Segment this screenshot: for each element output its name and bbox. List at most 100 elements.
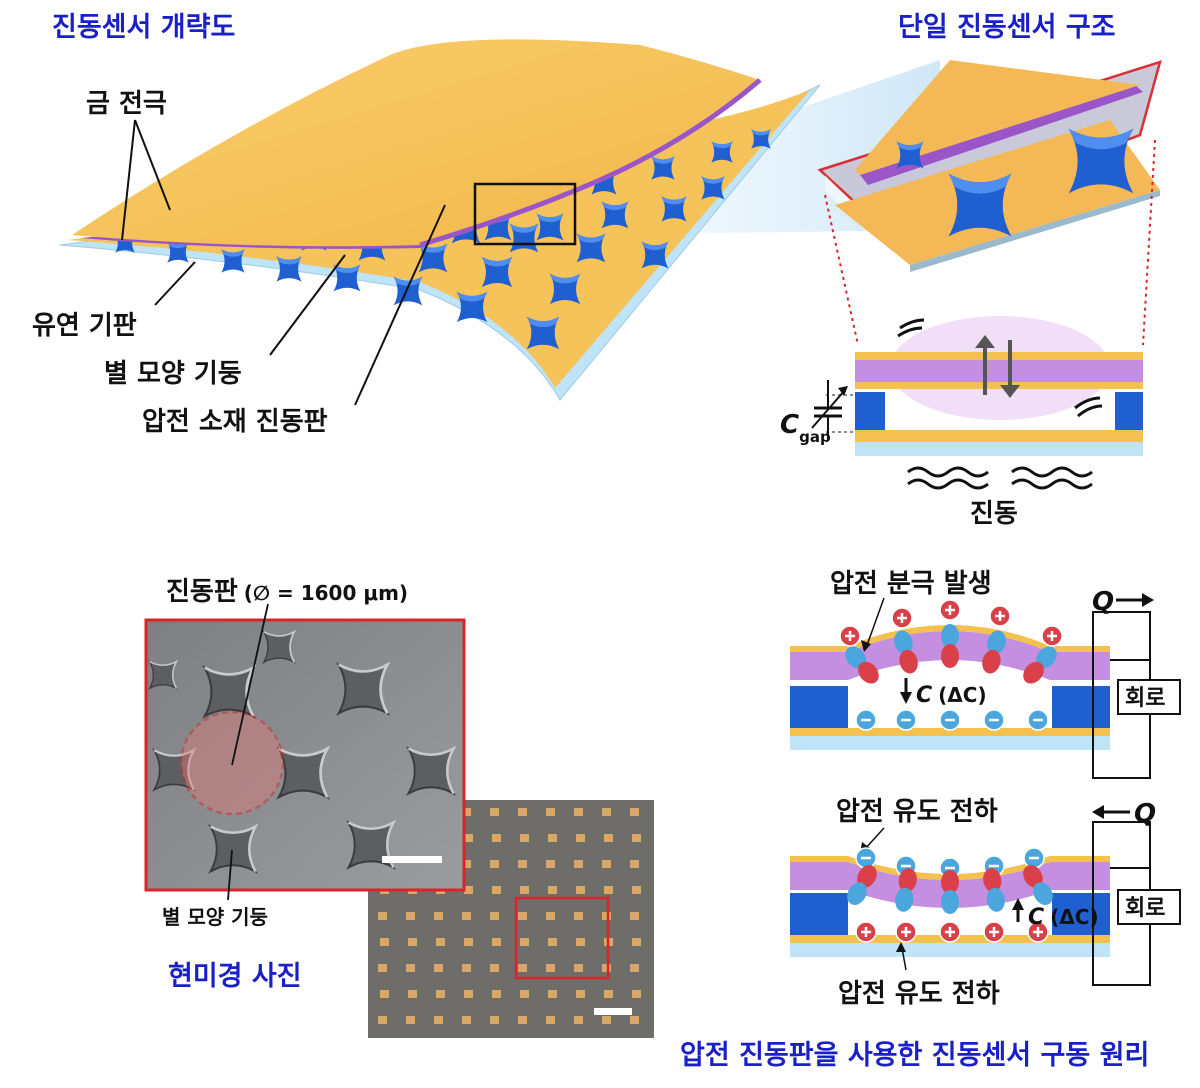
optical-pillar [490,1016,499,1024]
dipole-icon [983,868,1005,912]
cs-pillar-right [1115,392,1143,430]
optical-pillar [576,834,585,842]
pillar [711,141,733,163]
optical-pillar [490,808,499,816]
dipole-icon [1023,646,1057,684]
leader-line [269,254,346,356]
unit-piezo-plate [860,85,1143,185]
pillar [576,233,606,263]
negative-charge-icon [895,709,917,731]
induced-charge-top-label: 압전 유도 전하 [836,797,998,827]
dipole-icon [1023,865,1053,905]
pillar [221,249,245,273]
negative-charge-icon [983,709,1005,731]
negative-charge-icon [1023,847,1045,869]
positive-charge-icon [1041,625,1063,647]
down-arrow-icon [900,692,912,704]
pillar [456,291,488,323]
pillar [418,243,448,273]
optical-pillar [378,1016,387,1024]
scale-bar [382,856,442,863]
positive-charge-icon [839,625,861,647]
optical-pillar [464,834,473,842]
scale-bar [594,1008,632,1015]
optical-pillar [490,912,499,920]
dipole-icon [845,646,879,684]
optical-pillar [548,938,557,946]
optical-pillar [436,990,445,998]
positive-charge-icon [895,921,917,943]
optical-pillar [492,886,501,894]
q-left-label: Q [1134,799,1156,829]
dipole-icon [941,870,959,914]
dipole-icon [847,865,877,905]
optical-pillar [434,912,443,920]
optical-pillar [576,990,585,998]
optical-pillar [630,1016,639,1024]
overview-illustration [59,39,940,406]
leader-line [354,204,446,406]
optical-pillar [518,808,527,816]
pillar [549,273,581,305]
optical-pillar [492,990,501,998]
selection-box [473,182,577,246]
motion-mark-icon [1074,396,1103,418]
optical-pillar [576,938,585,946]
circuit-box [1117,889,1181,925]
dipole-icon [895,868,917,912]
dipole-icon [894,630,918,674]
positive-charge-icon [891,607,913,629]
optical-pillar [490,860,499,868]
unit-pillar [1068,128,1134,194]
optical-pillar [604,886,613,894]
optical-pillar [546,808,555,816]
unit-pillar [948,173,1012,237]
optical-pillar [630,808,639,816]
circuit-box [1117,679,1181,715]
positive-charge-icon [939,599,961,621]
optical-pillar [602,964,611,972]
single-structure-header: 단일 진동센서 구조 [898,12,1116,43]
optical-pillar [548,886,557,894]
down-arrow-icon [1000,385,1020,398]
optical-pillar [546,1016,555,1024]
unit-top-electrode [855,60,1140,175]
cs-pillar-left [855,392,885,430]
leader-line [121,119,136,241]
optical-pillar [434,1016,443,1024]
optical-pillar [602,1016,611,1024]
optical-pillar [520,834,529,842]
optical-pillar [632,938,641,946]
vibration-label: 진동 [970,499,1018,529]
microscope-header: 현미경 사진 [168,961,302,992]
plate-edge [419,78,762,248]
optical-pillar [576,886,585,894]
optical-pillar [434,964,443,972]
positive-charge-icon [1027,921,1049,943]
sem-pillar [277,747,329,799]
optical-highlight-box [514,896,610,980]
negative-charge-icon [855,709,877,731]
optical-pillar [378,964,387,972]
optical-pillar [630,912,639,920]
charges-state-1 [839,599,1063,731]
optical-pillar [380,990,389,998]
q-right-label: Q [1092,587,1114,617]
motion-mark-icon [897,318,925,338]
cap-label-1: C(ΔC) [916,683,987,708]
up-arrow-icon [975,335,995,348]
top-gold-electrode [72,39,760,247]
piezo-plate-label: 압전 소재 진동판 [142,407,328,437]
negative-charge-icon [855,847,877,869]
dipole-icon [982,630,1006,674]
pillar [601,201,629,229]
flexible-substrate-label: 유연 기판 [32,311,137,341]
pillar [651,156,675,180]
optical-pillar [574,1016,583,1024]
optical-pillar [492,938,501,946]
induced-charge-bottom-label: 압전 유도 전하 [838,979,1000,1009]
leader-line [154,261,196,306]
optical-pillar [462,1016,471,1024]
wave-icon [907,466,989,478]
optical-pillar [462,912,471,920]
